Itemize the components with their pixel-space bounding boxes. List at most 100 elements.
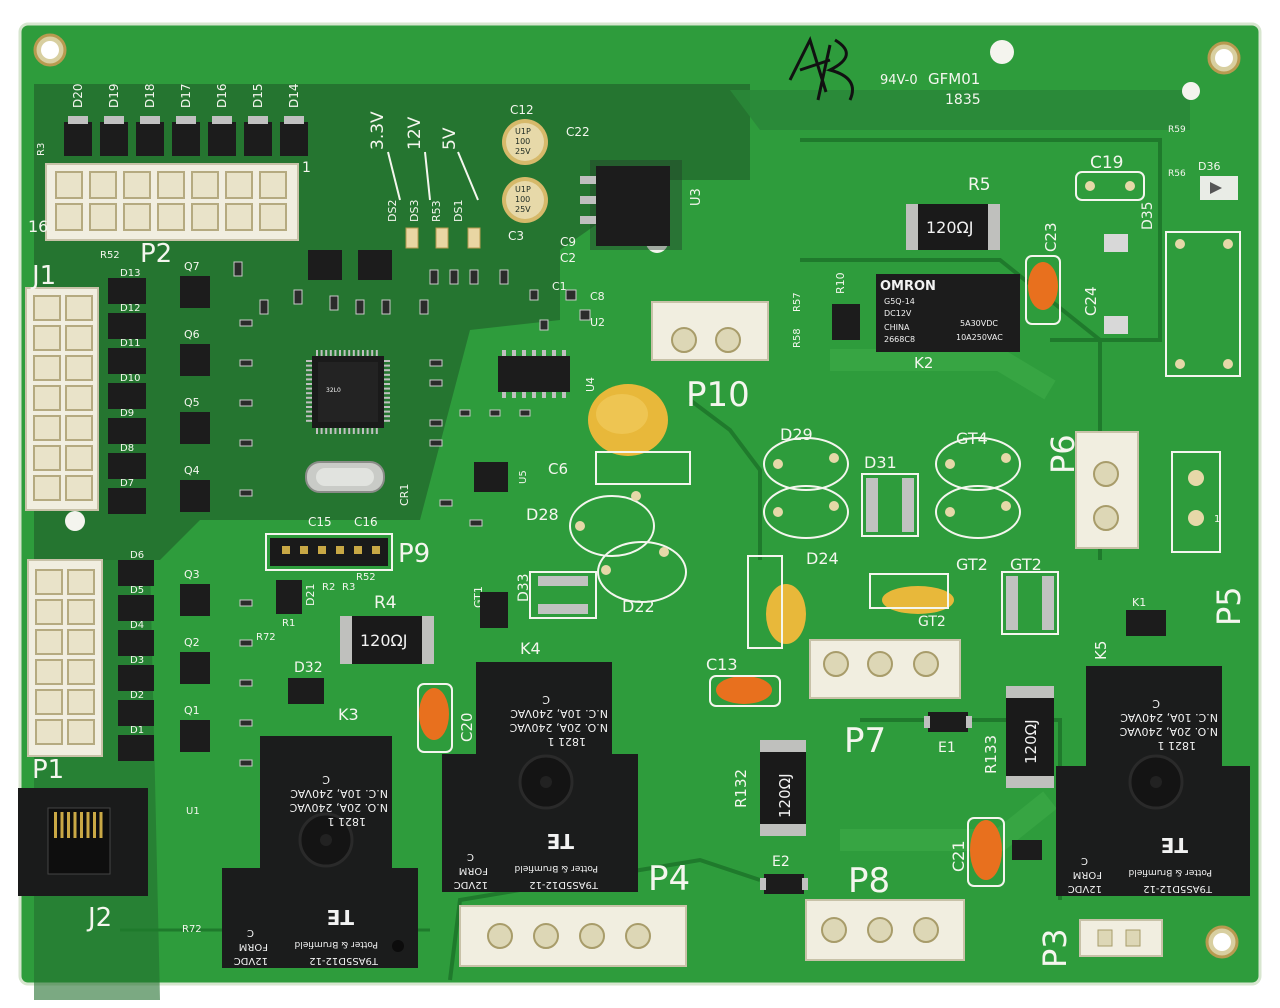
resistor-r4: 120ΩJ xyxy=(340,616,434,664)
svg-text:N.C. 10A, 240VAC: N.C. 10A, 240VAC xyxy=(290,787,388,800)
resistor-r133: 120ΩJ xyxy=(1006,686,1054,788)
refdes-label: Q6 xyxy=(184,328,200,341)
capacitor-c24 xyxy=(1025,255,1061,325)
fet-q9 xyxy=(308,250,342,280)
gas-tube-gt2 xyxy=(1001,571,1059,635)
refdes-label: D18 xyxy=(143,83,157,108)
svg-text:C22: C22 xyxy=(566,125,590,139)
label-p9: P9 xyxy=(398,539,430,569)
connector-p6 xyxy=(1075,431,1139,549)
svg-text:D32: D32 xyxy=(294,660,323,676)
label-p3: P3 xyxy=(1036,928,1074,968)
fab-marking: 94V-0 xyxy=(880,73,918,88)
svg-text:GT2: GT2 xyxy=(956,555,988,574)
diode-d15 xyxy=(244,122,272,156)
svg-text:120ΩJ: 120ΩJ xyxy=(926,218,973,237)
varistor-large xyxy=(588,384,668,456)
diode-d9 xyxy=(108,418,146,444)
svg-text:C12: C12 xyxy=(510,103,534,117)
svg-text:R3: R3 xyxy=(36,143,47,156)
svg-text:5A30VDC: 5A30VDC xyxy=(960,319,998,328)
diode-d2 xyxy=(118,700,154,726)
svg-text:CHINA: CHINA xyxy=(884,323,910,332)
svg-text:D22: D22 xyxy=(622,597,655,616)
label-p1: P1 xyxy=(32,755,64,785)
refdes-label: Q1 xyxy=(184,704,200,717)
label-3v3: 3.3V xyxy=(368,111,388,150)
svg-text:C: C xyxy=(542,693,550,706)
diode-d3 xyxy=(118,665,154,691)
svg-text:C15: C15 xyxy=(308,515,332,529)
svg-text:R72: R72 xyxy=(256,632,276,643)
svg-text:U1: U1 xyxy=(186,806,200,817)
mounting-hole-left xyxy=(65,511,85,531)
voltage-labels: 3.3V 12V 5V xyxy=(368,111,479,201)
handwritten-scribble xyxy=(788,35,854,101)
mcu-u1: 32L0 xyxy=(306,350,390,434)
svg-text:GT2: GT2 xyxy=(1010,555,1042,574)
date-code: 1835 xyxy=(945,92,981,108)
svg-text:TE: TE xyxy=(1161,833,1188,857)
svg-text:T9AS5D12-12: T9AS5D12-12 xyxy=(529,879,599,890)
varistor-small-1 xyxy=(747,555,806,649)
relay-k1-footprint xyxy=(1104,231,1241,377)
svg-text:100: 100 xyxy=(515,195,530,204)
svg-text:120ΩJ: 120ΩJ xyxy=(776,773,794,818)
refdes-label: Q5 xyxy=(184,396,200,409)
label-k4: K4 xyxy=(520,639,541,658)
svg-text:R10: R10 xyxy=(834,272,847,294)
refdes-label: D9 xyxy=(120,408,134,419)
label-p7: P7 xyxy=(844,721,886,761)
refdes-label: D19 xyxy=(107,83,121,108)
svg-text:C16: C16 xyxy=(354,515,378,529)
svg-text:16: 16 xyxy=(28,217,48,236)
svg-text:120ΩJ: 120ΩJ xyxy=(1022,719,1040,764)
diode-d11 xyxy=(108,348,146,374)
svg-text:CR1: CR1 xyxy=(398,484,411,506)
svg-text:FORM: FORM xyxy=(239,941,268,952)
svg-text:C19: C19 xyxy=(1090,153,1124,173)
svg-text:C1: C1 xyxy=(552,280,567,293)
svg-text:C: C xyxy=(247,927,254,938)
svg-text:R4: R4 xyxy=(374,593,397,613)
relay-k3: 1821 1 N.O. 20A, 240VAC N.C. 10A, 240VAC… xyxy=(222,736,418,968)
diode-d8 xyxy=(108,453,146,479)
refdes-label: Q2 xyxy=(184,636,200,649)
diode-d13 xyxy=(108,278,146,304)
diode-d12 xyxy=(108,313,146,339)
fet-q7 xyxy=(180,276,210,308)
svg-text:1821 1: 1821 1 xyxy=(1158,739,1197,752)
svg-text:12VDC: 12VDC xyxy=(454,879,488,890)
svg-text:FORM: FORM xyxy=(1073,869,1102,880)
svg-text:T9AS5D12-12: T9AS5D12-12 xyxy=(1143,883,1213,894)
refdes-label: D3 xyxy=(130,655,144,666)
diode-d17 xyxy=(172,122,200,156)
svg-text:R3: R3 xyxy=(342,582,355,593)
svg-text:R133: R133 xyxy=(982,735,1000,774)
component-e1 xyxy=(924,712,972,732)
diode-d4 xyxy=(118,630,154,656)
refdes-label: D7 xyxy=(120,478,134,489)
svg-text:R52: R52 xyxy=(356,572,376,583)
refdes-label: D15 xyxy=(251,83,265,108)
fet-q6 xyxy=(180,344,210,376)
outline-d22 xyxy=(597,541,687,603)
svg-text:1: 1 xyxy=(1214,514,1220,525)
svg-text:C3: C3 xyxy=(508,229,524,243)
gas-tube-gt4 xyxy=(861,473,919,537)
label-p5: P5 xyxy=(1210,586,1248,626)
led-d35 xyxy=(1200,176,1238,200)
svg-text:D31: D31 xyxy=(864,453,897,472)
connector-p2: 16 1 xyxy=(28,160,311,241)
svg-text:R57: R57 xyxy=(792,292,803,312)
fet-q2 xyxy=(180,652,210,684)
fet-q10 xyxy=(358,250,392,280)
refdes-label: D14 xyxy=(287,83,301,108)
svg-text:C9: C9 xyxy=(560,235,576,249)
svg-text:DC12V: DC12V xyxy=(884,309,912,318)
mounting-hole-top xyxy=(990,40,1014,64)
